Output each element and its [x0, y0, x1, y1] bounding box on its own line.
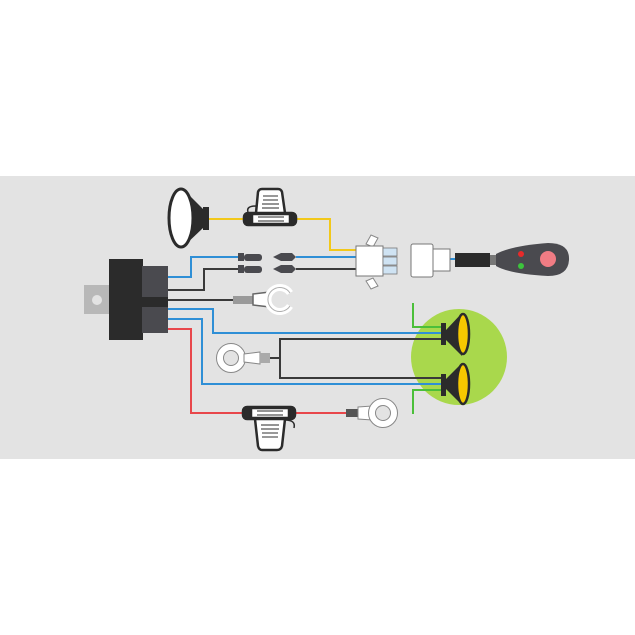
headlight	[167, 187, 209, 249]
fork-terminal	[233, 284, 293, 315]
wire-yellow-2	[295, 218, 357, 251]
ring-terminal-ground	[216, 343, 270, 373]
fog-lamp-bottom	[441, 362, 471, 406]
bullet-connectors	[238, 253, 296, 273]
led-red	[518, 251, 524, 257]
inline-fuse-top	[242, 187, 298, 227]
fog-lamp-top	[441, 312, 471, 356]
led-green	[518, 263, 524, 269]
relay-body	[109, 259, 143, 340]
background-panel	[0, 176, 635, 459]
wire-blue-1	[168, 256, 238, 278]
relay-connector-divider	[142, 297, 168, 307]
wire-blue-3	[168, 318, 442, 385]
ring-terminal-battery	[346, 398, 398, 428]
wire-dark-ground	[270, 338, 442, 359]
switch-button	[540, 251, 556, 267]
wires	[168, 218, 456, 414]
wire-green-bottom	[412, 389, 442, 414]
wire-connector-plug	[355, 234, 398, 290]
wire-dark-1	[168, 268, 238, 291]
relay	[84, 259, 168, 340]
remote-switch	[455, 243, 570, 276]
wire-red	[168, 328, 245, 414]
wire-green-top	[412, 303, 442, 328]
wire-blue-2	[168, 308, 442, 334]
inline-fuse-bottom	[241, 405, 297, 452]
wire-connector-socket	[410, 243, 451, 278]
relay-mount-hole	[92, 295, 102, 305]
wire-dark-ground-2	[279, 358, 442, 379]
